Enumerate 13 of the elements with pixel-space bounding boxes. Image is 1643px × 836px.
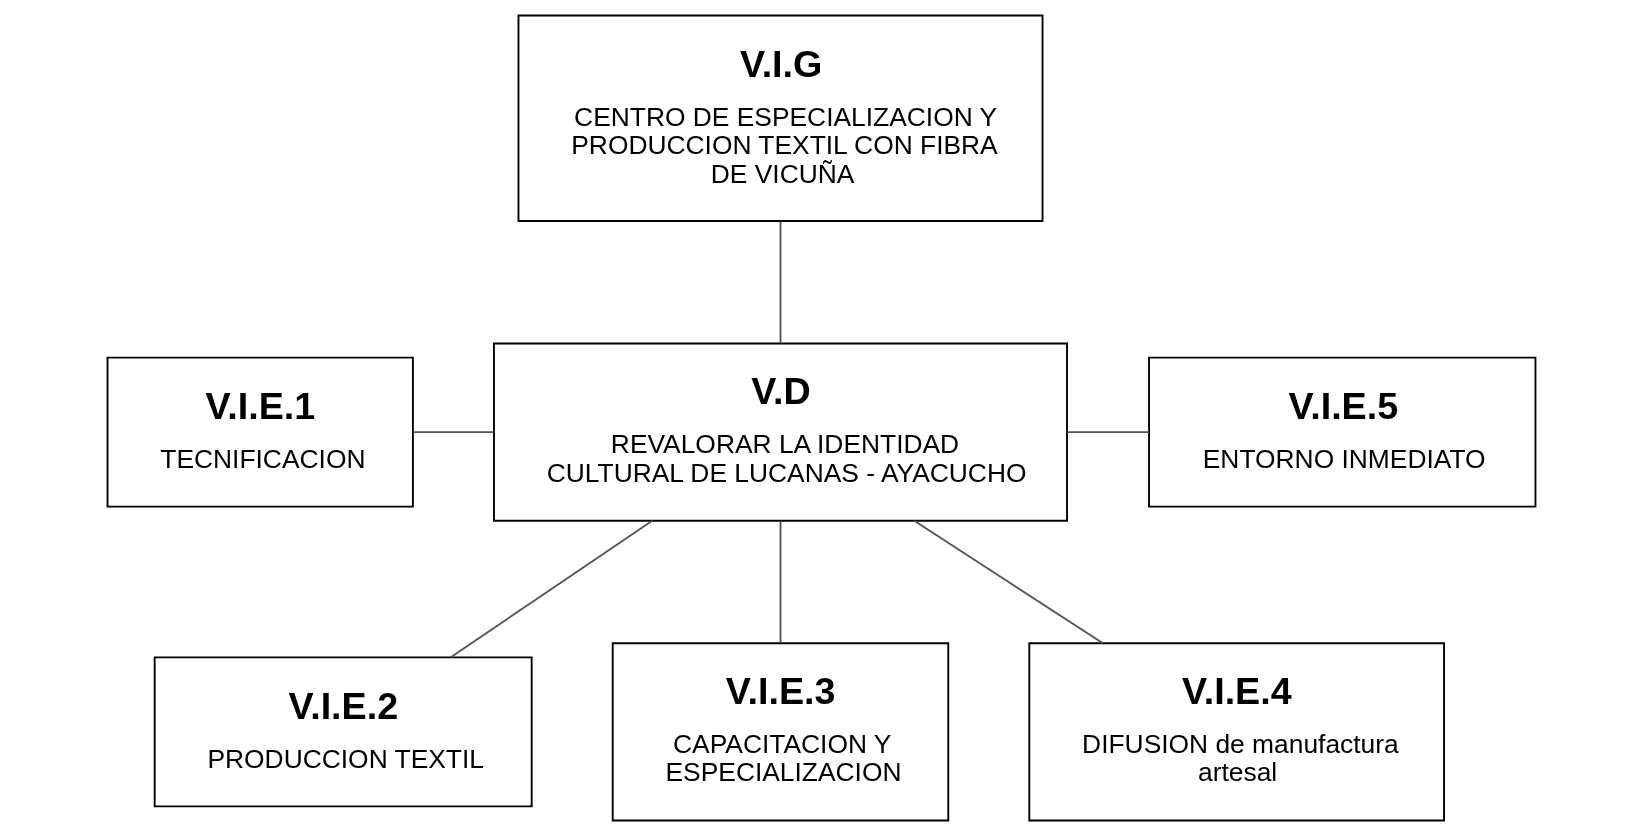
connector (449, 519, 654, 659)
node-box: V.I.E.4 DIFUSION de manufactura artesal (1028, 642, 1445, 822)
node-box: V.D REVALORAR LA IDENTIDAD CULTURAL DE LUCANAS - AYACUCHO (493, 342, 1068, 522)
node-box: V.I.E.1 TECNIFICACION (106, 356, 414, 508)
connector (913, 519, 1104, 645)
node-box: V.I.E.3 CAPACITACION Y ESPECIALIZACION (611, 642, 950, 822)
connector (779, 220, 782, 344)
node-box: V.I.G CENTRO DE ESPECIALIZACION Y PRODUCCION TEXTIL CON FIBRA DE VICUÑA (517, 14, 1044, 222)
node-box: V.I.E.2 PRODUCCION TEXTIL (153, 656, 533, 808)
node-box: V.I.E.5 ENTORNO INMEDIATO (1148, 356, 1537, 508)
connector (1066, 431, 1150, 434)
connector (779, 520, 782, 644)
connector (412, 431, 495, 434)
